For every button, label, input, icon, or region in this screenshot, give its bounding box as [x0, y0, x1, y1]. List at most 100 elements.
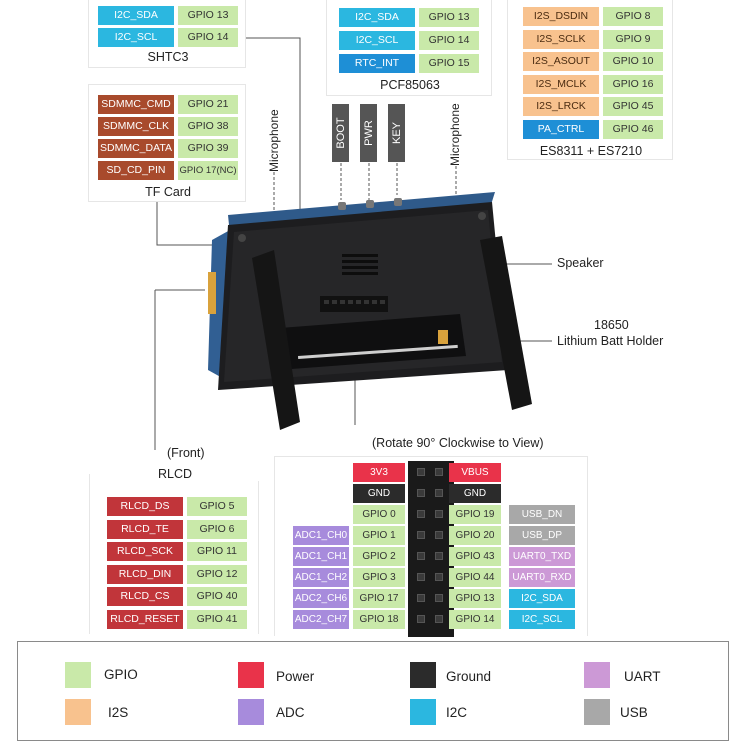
- legend-label: Ground: [446, 669, 492, 684]
- pin-label: SDMMC_DATA: [98, 139, 174, 158]
- sd-row: SDMMC_CMD GPIO 21: [98, 95, 238, 114]
- rlcd-row: RLCD_SCK GPIO 11: [107, 542, 247, 561]
- gpio-label: GPIO 39: [178, 139, 238, 158]
- tfcard-title: TF Card: [145, 185, 191, 199]
- pin-label: GPIO 13: [449, 589, 501, 608]
- screw-icon: [238, 234, 246, 242]
- gpio-label: GPIO 10: [603, 52, 663, 71]
- legend-swatch-power: [238, 662, 264, 688]
- legend-swatch-gpio: [65, 662, 91, 688]
- key-button-label: KEY: [388, 104, 405, 162]
- i2s-row: I2S_DSDIN GPIO 8: [523, 7, 663, 26]
- pin-label: GND: [353, 484, 405, 503]
- pwr-button: [366, 200, 374, 208]
- header-pin: [435, 552, 443, 560]
- rlcd-row: RLCD_TE GPIO 6: [107, 520, 247, 539]
- pin-label: RLCD_TE: [107, 520, 183, 539]
- header-pin: [417, 594, 425, 602]
- es8311-title: ES8311 + ES7210: [539, 144, 643, 158]
- pin-label: GPIO 14: [449, 610, 501, 629]
- pin-label: GPIO 17: [353, 589, 405, 608]
- pin-label: VBUS: [449, 463, 501, 482]
- pin-label: RTC_INT: [339, 54, 415, 73]
- pin-function-label: USB_DP: [509, 526, 575, 545]
- pin-label: PA_CTRL: [523, 120, 599, 139]
- key-button: [394, 198, 402, 206]
- shtc3-panel: I2C_SDA GPIO 13 I2C_SCL GPIO 14 SHTC3: [88, 0, 246, 68]
- pin-label: I2S_DSDIN: [523, 7, 599, 26]
- left-stand: [252, 250, 300, 430]
- pin-function-label: ADC2_CH7: [293, 610, 349, 629]
- pcf85063-panel: I2C_SDA GPIO 13 I2C_SCL GPIO 14 RTC_INT …: [326, 0, 492, 96]
- legend-swatch-i2c: [410, 699, 436, 725]
- header-pin: [417, 552, 425, 560]
- legend-label: ADC: [276, 705, 305, 720]
- i2s-row: I2S_LRCK GPIO 45: [523, 97, 663, 116]
- legend-swatch-adc: [238, 699, 264, 725]
- legend-label: UART: [624, 669, 661, 684]
- header-pin: [435, 489, 443, 497]
- tfcard-panel: SDMMC_CMD GPIO 21 SDMMC_CLK GPIO 38 SDMM…: [88, 84, 246, 202]
- es8311-panel: I2S_DSDIN GPIO 8 I2S_SCLK GPIO 9 I2S_ASO…: [507, 0, 673, 160]
- pin-label: GPIO 20: [449, 526, 501, 545]
- pin-label: I2S_SCLK: [523, 30, 599, 49]
- right-stand: [480, 236, 532, 410]
- pin-label: I2C_SDA: [98, 6, 174, 25]
- gpio-label: GPIO 12: [187, 565, 247, 584]
- gpio-label: GPIO 14: [419, 31, 479, 50]
- microphone-right-label: Microphone: [448, 103, 462, 166]
- shtc3-row: I2C_SDA GPIO 13: [98, 6, 238, 25]
- gpio-label: GPIO 16: [603, 75, 663, 94]
- screw-icon: [478, 212, 486, 220]
- gpio-label: GPIO 38: [178, 117, 238, 136]
- battery-label-line2: Lithium Batt Holder: [557, 334, 664, 348]
- i2s-row: PA_CTRL GPIO 46: [523, 120, 663, 139]
- rlcd-row: RLCD_DIN GPIO 12: [107, 565, 247, 584]
- pin-label: RLCD_SCK: [107, 542, 183, 561]
- pcf-row: RTC_INT GPIO 15: [339, 54, 479, 73]
- pin-label: GPIO 18: [353, 610, 405, 629]
- pin-function-label: UART0_RXD: [509, 568, 575, 587]
- header-pin: [435, 468, 443, 476]
- pin-label: GPIO 19: [449, 505, 501, 524]
- pin-function-label: ADC1_CH2: [293, 568, 349, 587]
- gpio-label: GPIO 13: [419, 8, 479, 27]
- pin-label: SDMMC_CMD: [98, 95, 174, 114]
- gpio-label: GPIO 5: [187, 497, 247, 516]
- header-pin: [417, 468, 425, 476]
- gpio-label: GPIO 6: [187, 520, 247, 539]
- pin-label: I2S_MCLK: [523, 75, 599, 94]
- legend-label: Power: [276, 669, 315, 684]
- gpio-label: GPIO 9: [603, 30, 663, 49]
- header-pin: [435, 510, 443, 518]
- pcf-row: I2C_SCL GPIO 14: [339, 31, 479, 50]
- pin-label: GPIO 1: [353, 526, 405, 545]
- header-pin: [435, 594, 443, 602]
- gpio-label: GPIO 15: [419, 54, 479, 73]
- speaker-label: Speaker: [557, 256, 604, 270]
- header-pin: [435, 573, 443, 581]
- legend-label: GPIO: [104, 667, 138, 682]
- pwr-label-text: PWR: [362, 120, 375, 146]
- legend: GPIO Power Ground UART I2S ADC I2C USB: [17, 641, 729, 741]
- legend-label: USB: [620, 705, 648, 720]
- legend-swatch-usb: [584, 699, 610, 725]
- shtc3-title: SHTC3: [147, 50, 189, 64]
- pcb-connector: [208, 272, 216, 314]
- header-pin: [417, 573, 425, 581]
- gpio-label: GPIO 8: [603, 7, 663, 26]
- pin-label: SDMMC_CLK: [98, 117, 174, 136]
- pin-label: RLCD_DIN: [107, 565, 183, 584]
- legend-label: I2C: [446, 705, 468, 720]
- pin-function-label: I2C_SCL: [509, 610, 575, 629]
- pin-function-label: I2C_SDA: [509, 589, 575, 608]
- header-pin: [417, 615, 425, 623]
- sd-row: SDMMC_CLK GPIO 38: [98, 117, 238, 136]
- header-connector: [408, 461, 454, 637]
- gpio-label: GPIO 14: [178, 28, 238, 47]
- speaker-grille-icon: [342, 254, 378, 275]
